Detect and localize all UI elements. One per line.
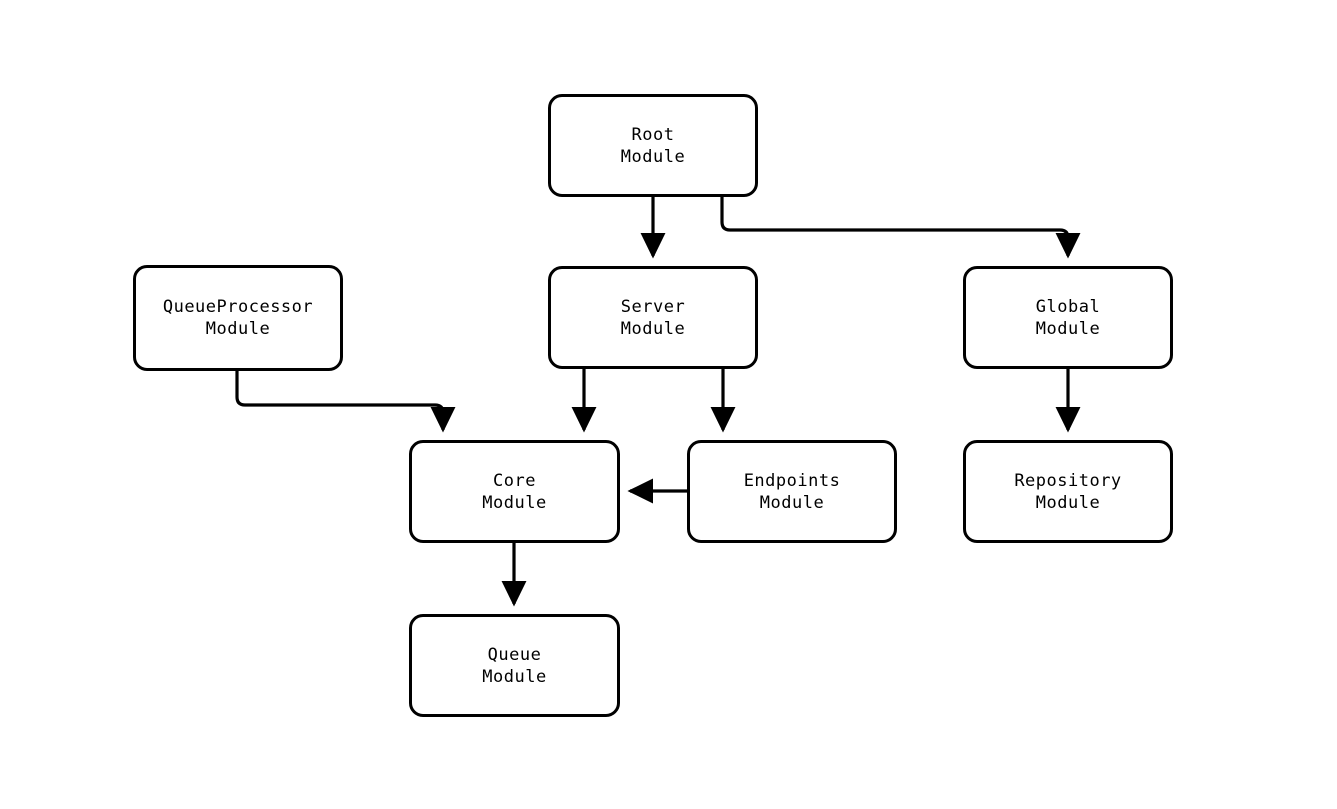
node-repository-label-line2: Module bbox=[1035, 492, 1101, 513]
node-queueprocessor-label-line1: QueueProcessor bbox=[162, 297, 314, 317]
edge-queueprocessor-core bbox=[235, 371, 456, 433]
node-server-label-line1: Server bbox=[620, 296, 686, 317]
node-repository-label-line1: Repository bbox=[1014, 470, 1122, 491]
node-queueprocessor-label-line2: Module bbox=[205, 319, 271, 339]
node-core-label-line1: Core bbox=[493, 470, 536, 491]
node-queue[interactable]: Queue Module bbox=[409, 614, 620, 717]
node-endpoints[interactable]: Endpoints Module bbox=[687, 440, 897, 543]
node-root-label-line1: Root bbox=[631, 124, 675, 145]
node-queueprocessor[interactable]: QueueProcessor Module bbox=[133, 265, 343, 371]
node-endpoints-label-line1: Endpoints bbox=[743, 470, 841, 491]
node-server[interactable]: Server Module bbox=[548, 266, 758, 369]
node-global-label-line1: Global bbox=[1035, 296, 1101, 317]
node-server-label-line2: Module bbox=[620, 318, 686, 339]
node-global-label-line2: Module bbox=[1035, 318, 1101, 339]
node-core[interactable]: Core Module bbox=[409, 440, 620, 543]
node-core-label-line2: Module bbox=[482, 492, 547, 513]
node-root-label-line2: Module bbox=[620, 146, 686, 167]
node-global[interactable]: Global Module bbox=[963, 266, 1173, 369]
node-root[interactable]: Root Module bbox=[548, 94, 758, 197]
node-repository[interactable]: Repository Module bbox=[963, 440, 1173, 543]
node-endpoints-label-line2: Module bbox=[759, 492, 825, 513]
edge-root-global bbox=[720, 197, 1081, 259]
node-queue-label-line1: Queue bbox=[487, 644, 542, 665]
node-queue-label-line2: Module bbox=[482, 666, 547, 687]
